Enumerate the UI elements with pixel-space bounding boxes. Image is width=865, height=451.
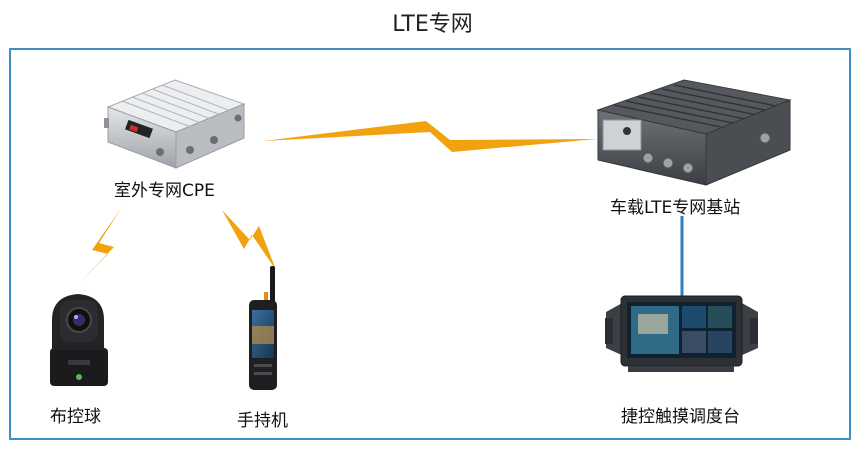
link-cpe-ptzcamera: [80, 207, 122, 282]
link-cpe-handheld: [222, 210, 276, 270]
base-station-label: 车载LTE专网基站: [610, 198, 741, 218]
ptz-dome-camera-icon: [50, 294, 108, 386]
cpe-label: 室外专网CPE: [114, 181, 215, 201]
link-cpe-basestation: [263, 121, 597, 152]
diagram-frame: [9, 48, 851, 440]
handheld-radio-icon: [249, 266, 277, 390]
handheld-label: 手持机: [237, 411, 288, 431]
outdoor-cpe-device-icon: [104, 79, 246, 169]
vehicle-base-station-icon: [596, 79, 792, 186]
console-label: 捷控触摸调度台: [621, 407, 740, 427]
touch-dispatch-console-icon: [605, 295, 758, 372]
diagram-title: LTE专网: [392, 12, 473, 37]
ptz-camera-label: 布控球: [50, 407, 101, 427]
